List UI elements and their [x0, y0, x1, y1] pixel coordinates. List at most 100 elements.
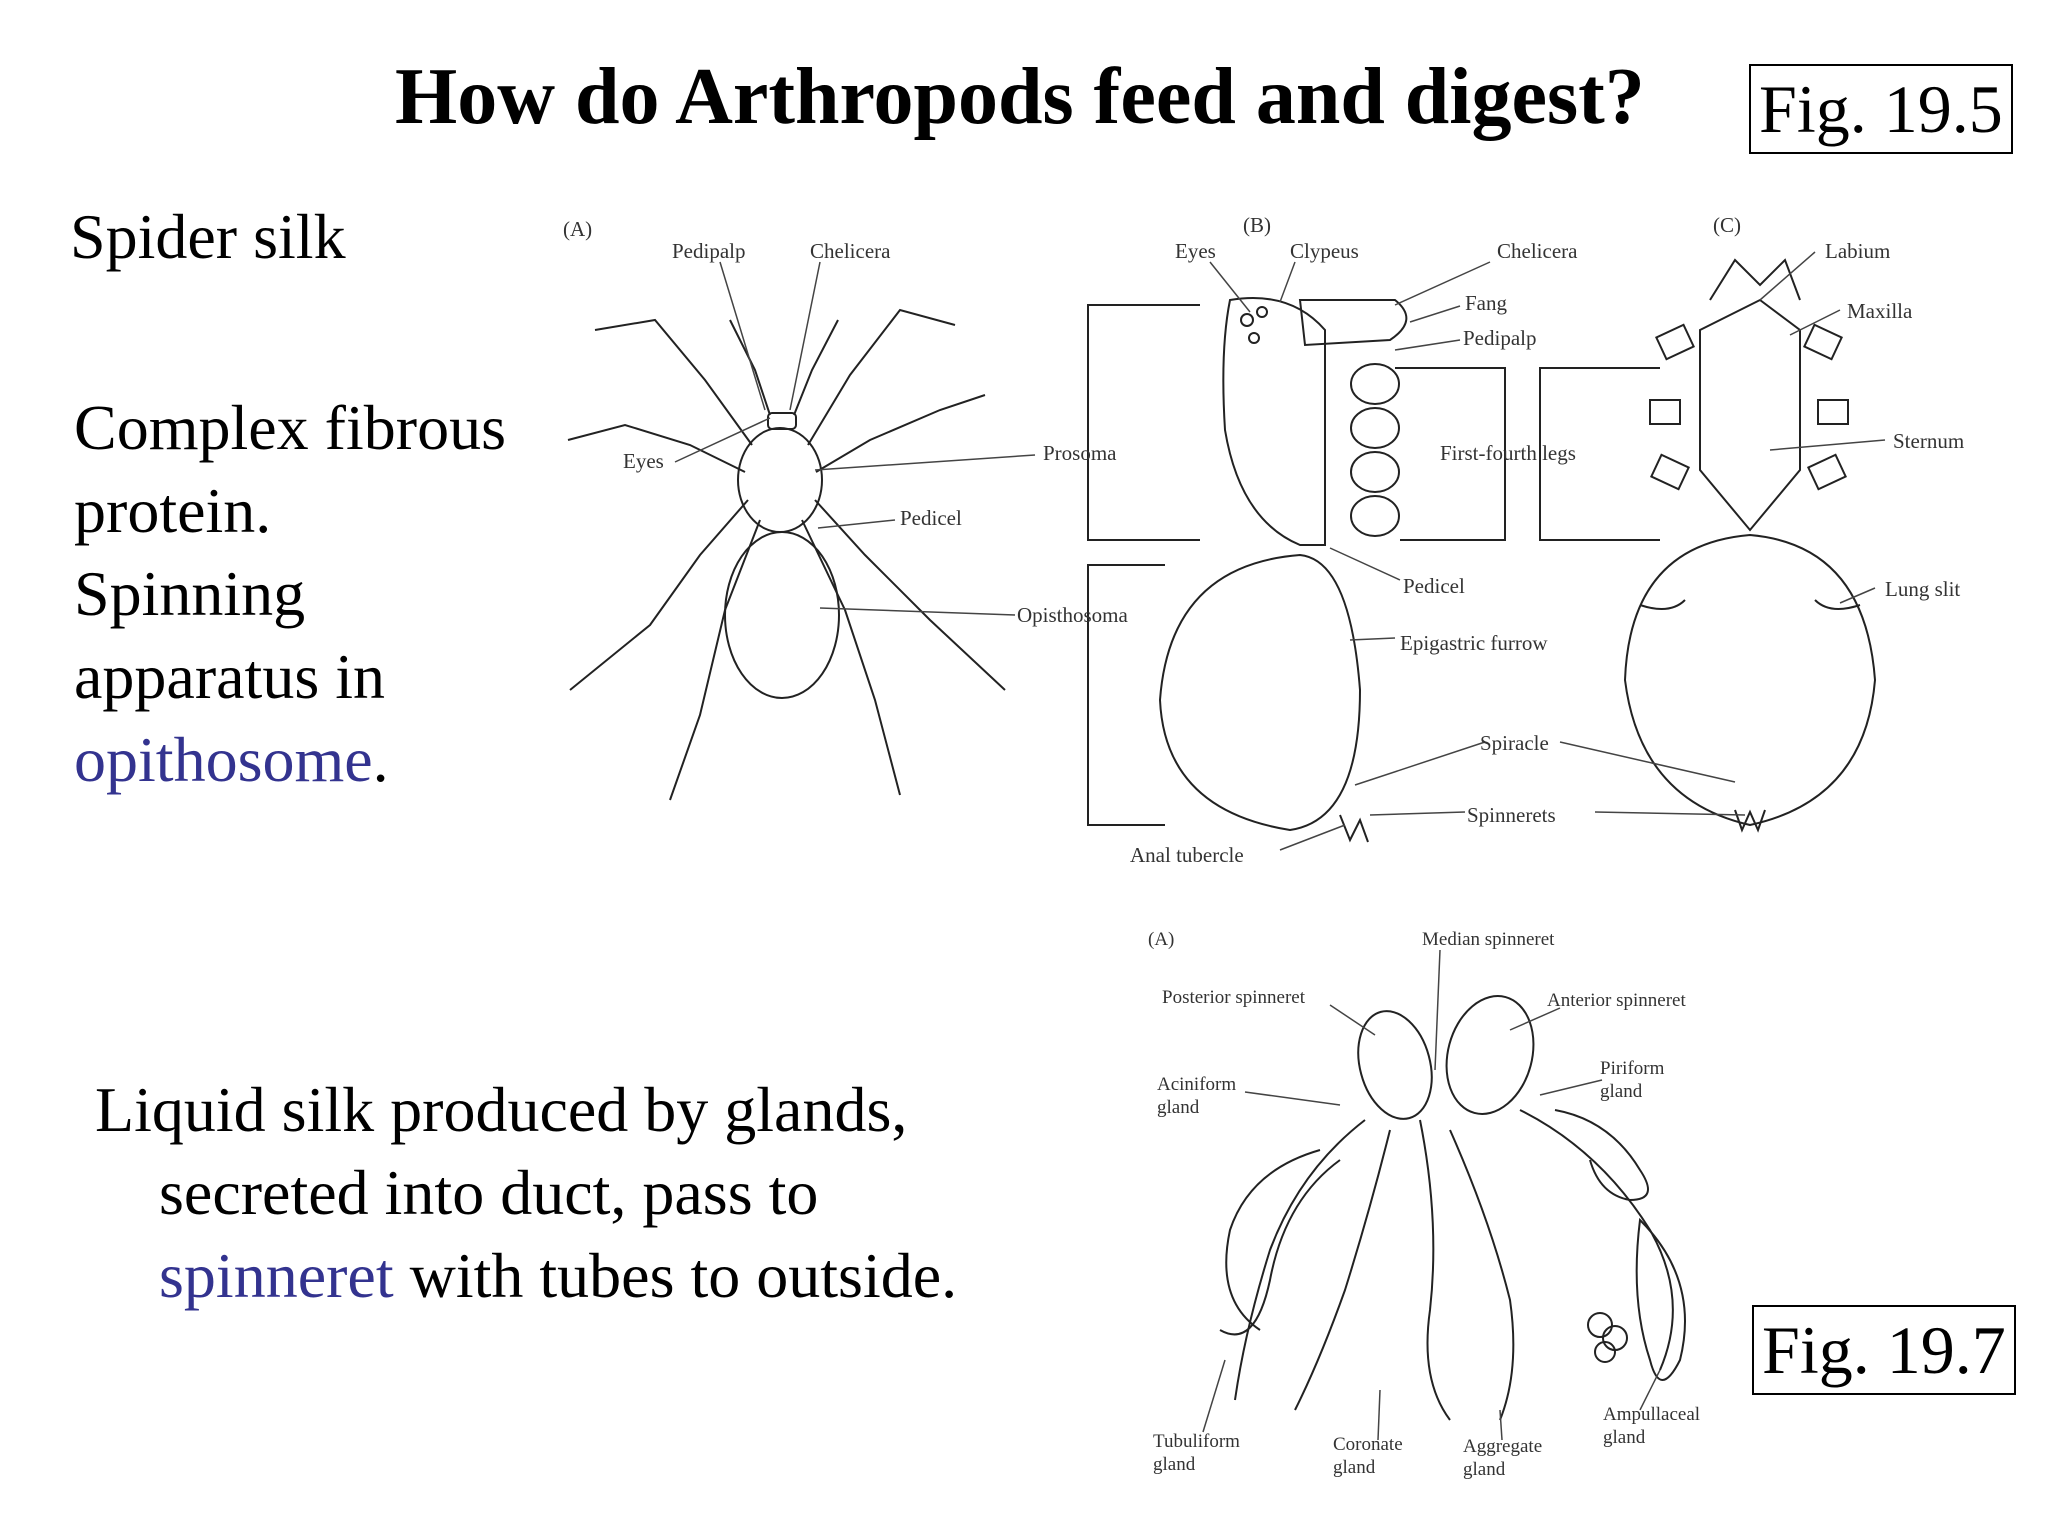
para1-line5: opithosome.: [74, 718, 594, 801]
ampullaceal-gland-shape: [1635, 1217, 1686, 1381]
opisthosoma-shape: [724, 531, 840, 699]
slide-title: How do Arthropods feed and digest?: [395, 53, 1645, 141]
label-coronate-1: Coronate: [1333, 1434, 1403, 1455]
label-median-spinneret: Median spinneret: [1422, 929, 1555, 950]
label-tubuliform-2: gland: [1153, 1454, 1196, 1475]
spider-lateral-drawing: [1087, 297, 1660, 843]
lateral-opisthosoma: [1158, 553, 1362, 832]
legs-bracket-left: [1395, 367, 1506, 541]
label-legs: First-fourth legs: [1440, 441, 1576, 465]
ventral-spinnerets: [1734, 809, 1766, 833]
lateral-spinnerets: [1339, 814, 1369, 843]
para2-line1: Liquid silk produced by glands,: [95, 1074, 908, 1145]
label-ampullaceal-2: gland: [1603, 1427, 1646, 1448]
bottom-panel-label: (A): [1148, 929, 1174, 950]
label-epigastric: Epigastric furrow: [1400, 631, 1548, 655]
label-pedipalp-b: Pedipalp: [1463, 326, 1537, 350]
label-aggregate-1: Aggregate: [1463, 1436, 1542, 1457]
chelicerae-shape: [767, 412, 797, 430]
label-maxilla: Maxilla: [1847, 299, 1913, 323]
label-anterior-spinneret: Anterior spinneret: [1547, 990, 1686, 1011]
leg-right-2: [815, 394, 986, 473]
spider-dorsal-drawing: [567, 308, 1006, 801]
piriform-duct: [1554, 1109, 1649, 1202]
top-leader-lines: [674, 251, 1886, 851]
aggregate-gland-shape-2: [1449, 1129, 1515, 1421]
tubuliform-duct-3: [1225, 1149, 1321, 1331]
ventral-lung-slits: [1639, 599, 1861, 610]
para1-line1: Complex fibrous: [74, 392, 506, 463]
lateral-chelicera: [1298, 299, 1408, 347]
label-pedicel-b: Pedicel: [1403, 574, 1465, 598]
label-ampullaceal-1: Ampullaceal: [1603, 1404, 1700, 1425]
label-chelicera-b: Chelicera: [1497, 239, 1578, 263]
tubuliform-duct-2: [1219, 1159, 1341, 1336]
ventral-mouthparts: [1709, 258, 1801, 301]
para2-line3: spinneret with tubes to outside.: [95, 1234, 1075, 1317]
label-pedicel-a: Pedicel: [900, 506, 962, 530]
aggregate-gland-shape: [1419, 1119, 1451, 1421]
coronate-gland-shape: [1294, 1129, 1391, 1411]
label-spinnerets: Spinnerets: [1467, 803, 1556, 827]
ampullaceal-duct: [1519, 1109, 1674, 1371]
highlight-spinneret: spinneret: [159, 1240, 394, 1311]
panel-a-label: (A): [563, 217, 592, 241]
label-piriform-2: gland: [1600, 1081, 1643, 1102]
para1-period: .: [372, 724, 389, 795]
label-posterior-spinneret: Posterior spinneret: [1162, 987, 1306, 1008]
leg-right-1: [807, 308, 956, 446]
legs-bracket-right: [1539, 367, 1660, 541]
leg-right-3: [814, 499, 1006, 691]
anterior-spinneret-shape: [1445, 995, 1535, 1115]
label-opisthosoma: Opisthosoma: [1017, 603, 1129, 627]
pedipalp-left: [729, 319, 771, 416]
leg-right-4: [801, 519, 901, 796]
label-anal-tubercle: Anal tubercle: [1130, 843, 1244, 867]
leg-left-3: [569, 499, 749, 691]
label-piriform-1: Piriform: [1600, 1058, 1665, 1079]
posterior-spinneret-shape: [1357, 1010, 1433, 1120]
bottom-leader-lines: [1202, 949, 1661, 1441]
label-eyes-a: Eyes: [623, 449, 664, 473]
spider-ventral-drawing: [1623, 258, 1877, 833]
label-prosoma: Prosoma: [1043, 441, 1117, 465]
para2-line3-rest: with tubes to outside.: [393, 1240, 958, 1311]
label-labium: Labium: [1825, 239, 1890, 263]
ventral-opisthosoma: [1623, 533, 1877, 827]
label-aciniform-2: gland: [1157, 1097, 1200, 1118]
para1-line4: apparatus in: [74, 641, 385, 712]
label-spiracle: Spiracle: [1480, 731, 1549, 755]
panel-b-label: (B): [1243, 213, 1271, 237]
label-lung-slit: Lung slit: [1885, 577, 1960, 601]
description-paragraph: Complex fibrous protein. Spinning appara…: [74, 386, 594, 801]
label-fang: Fang: [1465, 291, 1508, 315]
highlight-opithosome: opithosome: [74, 724, 373, 795]
label-tubuliform-1: Tubuliform: [1153, 1431, 1240, 1452]
label-sternum: Sternum: [1893, 429, 1964, 453]
para2-line2: secreted into duct, pass to: [159, 1157, 819, 1228]
figure-label-top: Fig. 19.5: [1749, 64, 2013, 154]
label-chelicera-a: Chelicera: [810, 239, 891, 263]
topic-heading: Spider silk: [70, 201, 346, 272]
label-coronate-2: gland: [1333, 1457, 1376, 1478]
leg-left-4: [669, 519, 761, 801]
label-eyes-b: Eyes: [1175, 239, 1216, 263]
leg-left-2: [567, 423, 746, 473]
label-pedipalp-a: Pedipalp: [672, 239, 746, 263]
para1-line3: Spinning: [74, 558, 306, 629]
tubuliform-duct-1: [1234, 1119, 1366, 1401]
ventral-sternum: [1699, 298, 1801, 532]
label-aciniform-1: Aciniform: [1157, 1074, 1236, 1095]
silk-gland-drawing: [1219, 995, 1686, 1421]
panel-c-label: (C): [1713, 213, 1741, 237]
silk-production-paragraph: Liquid silk produced by glands, secreted…: [95, 1068, 1075, 1317]
prosoma-bracket: [1087, 304, 1200, 541]
label-clypeus: Clypeus: [1290, 239, 1359, 263]
pedipalp-right: [793, 319, 839, 416]
para1-line2: protein.: [74, 475, 272, 546]
lateral-prosoma: [1222, 297, 1326, 546]
leg-left-1: [594, 318, 753, 446]
label-aggregate-2: gland: [1463, 1459, 1506, 1480]
figure-label-bottom: Fig. 19.7: [1752, 1305, 2016, 1395]
